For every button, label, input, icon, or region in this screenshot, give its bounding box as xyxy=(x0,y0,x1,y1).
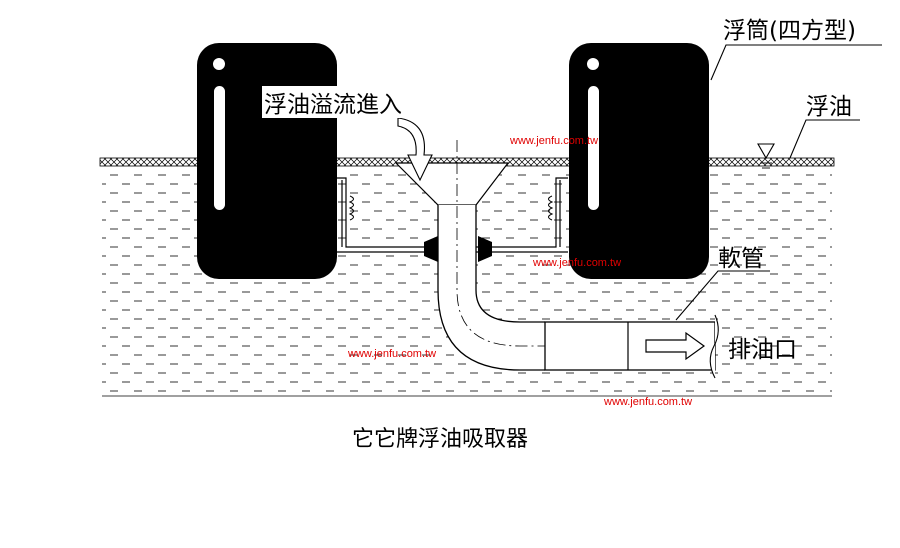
label-drain-outlet: 排油口 xyxy=(728,337,797,363)
right-float xyxy=(569,43,709,279)
label-hose: 軟管 xyxy=(718,246,764,272)
right-spring-icon xyxy=(548,195,554,221)
left-float-hole xyxy=(213,58,225,70)
pipe-outer-wall xyxy=(437,205,545,371)
left-spring-icon xyxy=(348,195,354,221)
left-clamp xyxy=(424,236,438,262)
right-clamp xyxy=(478,236,492,262)
diagram-caption: 它它牌浮油吸取器 xyxy=(352,427,528,452)
pipe-fill xyxy=(438,205,545,370)
hose-leader-line xyxy=(675,270,770,321)
left-float-slot xyxy=(214,86,225,210)
pipe-inner-wall xyxy=(475,205,545,323)
label-float-square: 浮筒(四方型) xyxy=(723,18,856,44)
label-overflow-inlet: 浮油溢流進入 xyxy=(264,92,402,118)
label-overflow-inlet-bg xyxy=(262,86,442,118)
right-float-slot xyxy=(588,86,599,210)
float-leader-line xyxy=(710,44,882,81)
inflow-arrow-icon xyxy=(397,117,433,182)
hose-break-top xyxy=(709,314,719,379)
flow-arrow-icon xyxy=(645,331,706,361)
pipe-centerline xyxy=(456,140,700,347)
watermark: www.jenfu.com.tw xyxy=(532,257,621,269)
watermark: www.jenfu.com.tw xyxy=(603,396,692,408)
watermark: www.jenfu.com.tw xyxy=(509,135,598,147)
right-float-hole xyxy=(587,58,599,70)
watermark: www.jenfu.com.tw xyxy=(347,348,436,360)
oil-leader-line xyxy=(789,119,860,159)
oil-level-marker-icon xyxy=(757,143,775,160)
label-floating-oil: 浮油 xyxy=(806,94,852,120)
